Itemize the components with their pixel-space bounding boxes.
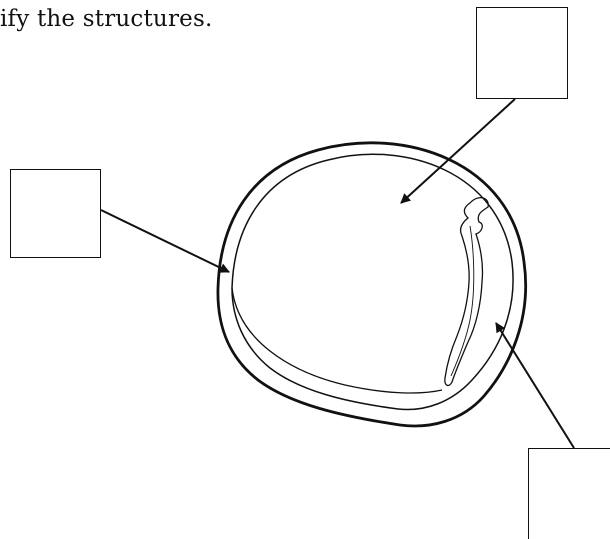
- inner-crescent-line: [231, 287, 443, 394]
- arrow-bottom-right: [495, 322, 575, 449]
- label-box-top[interactable]: [476, 7, 568, 99]
- label-box-left[interactable]: [10, 169, 101, 258]
- arrow-left: [100, 209, 230, 273]
- side-pocket-structure: [444, 197, 489, 387]
- pocket-detail-line: [450, 225, 475, 377]
- instruction-text: ify the structures.: [0, 6, 213, 32]
- outer-wall-outline: [216, 141, 528, 428]
- inner-membrane-outline: [231, 153, 514, 411]
- arrow-top: [400, 98, 516, 204]
- label-box-bottom-right[interactable]: [528, 448, 610, 539]
